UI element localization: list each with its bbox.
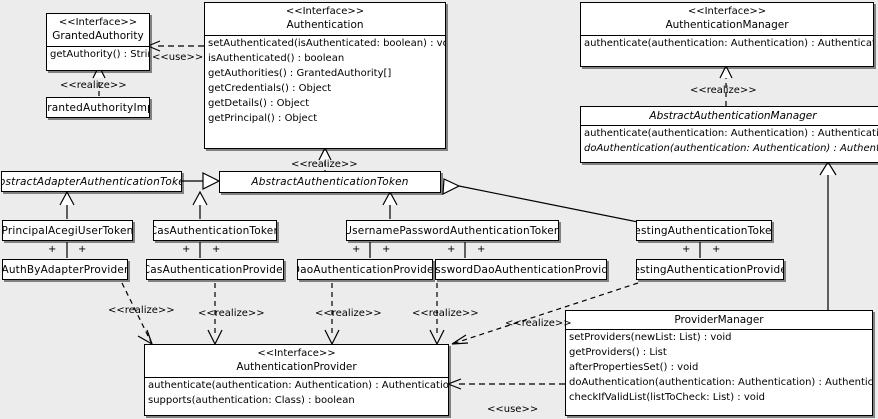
class-dao-authentication-provider[interactable]: DaoAuthenticationProvider	[297, 259, 433, 280]
operation-row: setAuthenticated(isAuthenticated: boolea…	[208, 38, 446, 49]
class-name: CasAuthenticationToken	[153, 224, 277, 237]
class-header: <<Interface>> AuthenticationProvider	[145, 345, 448, 377]
stereotype-label: <<Interface>>	[257, 348, 336, 359]
relationship-label-realize-cas-provider: <<realize>>	[198, 308, 265, 319]
multiplicity-testing-left: +	[682, 244, 691, 255]
multiplicity-testing-right: +	[712, 244, 721, 255]
class-password-dao-authentication-provider[interactable]: PasswordDaoAuthenticationProvider	[435, 259, 607, 280]
class-abstract-authentication-manager[interactable]: AbstractAuthenticationManager authentica…	[580, 106, 878, 163]
multiplicity-principal-acegi-left: +	[48, 244, 57, 255]
class-authentication-manager[interactable]: <<Interface>> AuthenticationManager auth…	[580, 2, 874, 67]
operations-compartment: authenticate(authentication: Authenticat…	[581, 36, 873, 51]
class-name: DaoAuthenticationProvider	[297, 263, 433, 276]
operation-row: authenticate(authentication: Authenticat…	[584, 128, 878, 139]
class-cas-authentication-token[interactable]: CasAuthenticationToken	[153, 220, 277, 241]
class-abstract-adapter-authentication-token[interactable]: AbstractAdapterAuthenticationToken	[1, 171, 182, 192]
operations-compartment: getAuthority() : String	[47, 47, 149, 62]
divider	[205, 35, 445, 36]
class-granted-authority-impl[interactable]: GrantedAuthorityImpl	[46, 97, 150, 118]
class-header: <<Interface>> GrantedAuthority	[47, 14, 149, 46]
operation-row: setProviders(newList: List) : void	[569, 332, 732, 343]
class-name: GrantedAuthority	[52, 30, 144, 42]
class-name: TestingAuthenticationToken	[636, 224, 772, 237]
class-name: CasAuthenticationProvider	[146, 263, 284, 276]
class-authentication-provider[interactable]: <<Interface>> AuthenticationProvider aut…	[144, 344, 449, 416]
class-auth-by-adapter-provider[interactable]: AuthByAdapterProvider	[2, 259, 128, 280]
class-name: AuthenticationProvider	[236, 361, 357, 373]
class-name: GrantedAuthorityImpl	[47, 101, 149, 114]
operation-row: getProviders() : List	[569, 347, 667, 358]
multiplicity-cas-left: +	[182, 244, 191, 255]
relationship-label-realize-authentication-manager: <<realize>>	[690, 85, 757, 96]
relationship-label-realize-auth-by-adapter: <<realize>>	[108, 305, 175, 316]
class-provider-manager[interactable]: ProviderManager setProviders(newList: Li…	[565, 310, 873, 416]
operation-row: getCredentials() : Object	[208, 83, 332, 94]
relationship-label-use-granted-authority: <<use>>	[152, 52, 204, 63]
operation-row: getAuthority() : String	[50, 49, 150, 60]
operations-compartment: setProviders(newList: List) : void getPr…	[566, 330, 872, 405]
operations-compartment: setAuthenticated(isAuthenticated: boolea…	[205, 36, 445, 126]
stereotype-label: <<Interface>>	[687, 6, 767, 17]
class-header: <<Interface>> Authentication	[205, 3, 445, 35]
class-name: ProviderManager	[674, 314, 764, 326]
class-name: AuthByAdapterProvider	[2, 263, 128, 276]
operation-row: afterPropertiesSet() : void	[569, 362, 699, 373]
operation-row: doAuthentication(authentication: Authent…	[569, 377, 873, 388]
relationship-label-realize-password-dao-provider: <<realize>>	[412, 308, 479, 319]
divider	[566, 329, 872, 330]
operation-row: isAuthenticated() : boolean	[208, 53, 345, 64]
class-name: AbstractAuthenticationManager	[649, 110, 817, 122]
operation-row: supports(authentication: Class) : boolea…	[148, 395, 355, 406]
multiplicity-upat-left: +	[352, 244, 361, 255]
operation-row: authenticate(authentication: Authenticat…	[148, 380, 449, 391]
operation-row: getPrincipal() : Object	[208, 113, 318, 124]
operation-row: getAuthorities() : GrantedAuthority[]	[208, 68, 392, 79]
operation-row: doAuthentication(authentication: Authent…	[584, 143, 878, 154]
class-abstract-authentication-token[interactable]: AbstractAuthenticationToken	[219, 171, 441, 193]
multiplicity-principal-acegi-right: +	[78, 244, 87, 255]
operations-compartment: authenticate(authentication: Authenticat…	[581, 126, 878, 156]
operation-row: authenticate(authentication: Authenticat…	[584, 38, 874, 49]
divider	[581, 125, 878, 126]
class-name: AbstractAuthenticationToken	[251, 176, 409, 188]
stereotype-label: <<Interface>>	[285, 6, 365, 17]
class-authentication[interactable]: <<Interface>> Authentication setAuthenti…	[204, 2, 446, 149]
operation-row: getDetails() : Object	[208, 98, 310, 109]
class-header: ProviderManager	[566, 311, 872, 329]
class-header: AbstractAuthenticationManager	[581, 107, 878, 125]
class-testing-authentication-provider[interactable]: TestingAuthenticationProvider	[636, 259, 784, 280]
multiplicity-upat-right: +	[382, 244, 391, 255]
class-principal-acegi-user-token[interactable]: PrincipalAcegiUserToken	[2, 220, 133, 241]
divider	[145, 377, 448, 378]
class-name: Authentication	[286, 19, 364, 31]
class-name: AuthenticationManager	[665, 19, 789, 31]
class-name: PasswordDaoAuthenticationProvider	[435, 263, 606, 276]
class-name: AbstractAdapterAuthenticationToken	[1, 175, 182, 188]
relationship-label-use-provider-manager: <<use>>	[487, 404, 539, 415]
class-name: PrincipalAcegiUserToken	[2, 224, 133, 237]
divider	[47, 46, 149, 47]
class-name: UsernamePasswordAuthenticationToken	[346, 224, 559, 237]
class-username-password-authentication-token[interactable]: UsernamePasswordAuthenticationToken	[346, 220, 559, 241]
relationship-label-realize-testing-provider: <<realize>>	[505, 318, 572, 329]
class-name: TestingAuthenticationProvider	[636, 263, 784, 276]
class-granted-authority[interactable]: <<Interface>> GrantedAuthority getAuthor…	[46, 13, 150, 71]
multiplicity-upat-right2: +	[477, 244, 486, 255]
relationship-label-realize-abstract-authentication-token: <<realize>>	[291, 159, 358, 170]
relationship-label-realize-granted-authority-impl: <<realize>>	[60, 80, 127, 91]
operations-compartment: authenticate(authentication: Authenticat…	[145, 378, 448, 408]
class-cas-authentication-provider[interactable]: CasAuthenticationProvider	[146, 259, 284, 280]
stereotype-label: <<Interface>>	[58, 17, 138, 28]
divider	[581, 35, 873, 36]
relationship-label-realize-dao-provider: <<realize>>	[315, 308, 382, 319]
operation-row: checkIfValidList(listToCheck: List) : vo…	[569, 392, 766, 403]
class-testing-authentication-token[interactable]: TestingAuthenticationToken	[636, 220, 772, 241]
class-header: <<Interface>> AuthenticationManager	[581, 3, 873, 35]
multiplicity-cas-right: +	[212, 244, 221, 255]
multiplicity-upat-left2: +	[447, 244, 456, 255]
